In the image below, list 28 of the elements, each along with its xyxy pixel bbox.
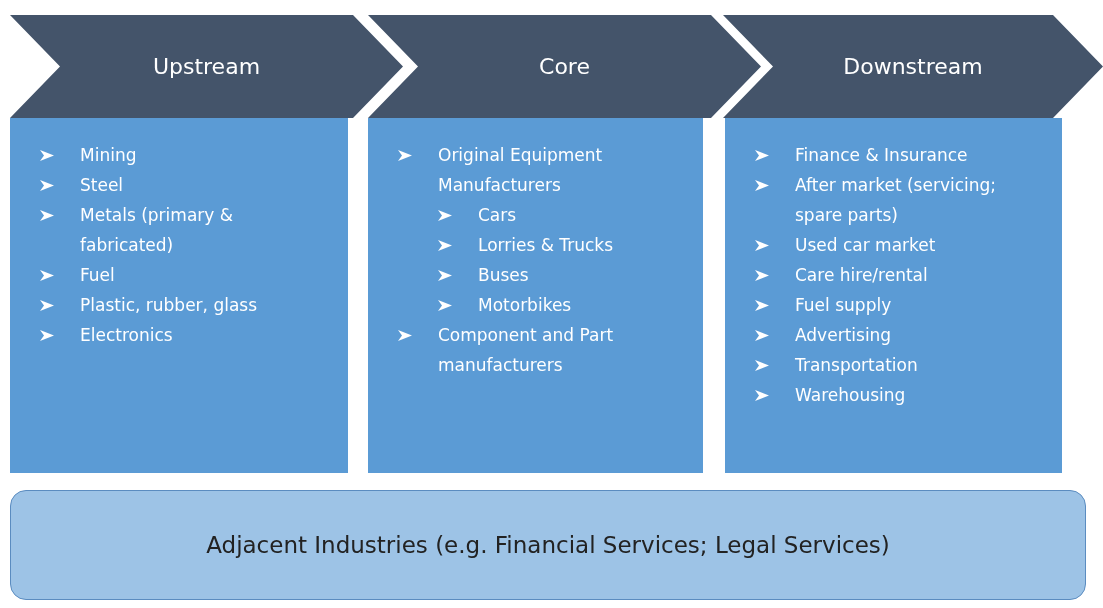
- stage-heading: Core: [539, 54, 590, 79]
- list-item: Original Equipment Manufacturers: [438, 144, 604, 197]
- list-item: Metals (primary & fabricated): [80, 204, 235, 257]
- industry-band: [10, 490, 1086, 600]
- list-item: Component and Part manufacturers: [438, 324, 615, 377]
- list-item: Transportation: [795, 354, 918, 377]
- stage-panel: [368, 118, 703, 473]
- stage-panel: [725, 118, 1062, 473]
- list-item: Electronics: [80, 324, 173, 347]
- list-item: Motorbikes: [478, 294, 572, 317]
- list-item: Plastic, rubber, glass: [80, 294, 258, 317]
- list-item: Steel: [80, 174, 124, 197]
- list-item: Cars: [478, 204, 517, 227]
- list-item: Fuel supply: [795, 294, 892, 317]
- band-text: Adjacent Industries (e.g. Financial Services; Legal Services): [206, 532, 890, 558]
- list-item: Mining: [80, 144, 137, 167]
- stage-heading: Downstream: [843, 54, 983, 79]
- list-item: Lorries & Trucks: [478, 234, 614, 257]
- list-item: Advertising: [795, 324, 892, 347]
- list-item: Used car market: [795, 234, 936, 257]
- list-item: After market (servicing; spare parts): [795, 174, 998, 227]
- list-item: Buses: [478, 264, 529, 287]
- stage-panel: [10, 118, 348, 473]
- stage-heading: Upstream: [152, 54, 261, 79]
- list-item: Warehousing: [795, 384, 906, 407]
- list-item: Fuel: [80, 264, 115, 287]
- list-item: Finance & Insurance: [795, 144, 968, 167]
- list-item: Care hire/rental: [795, 264, 928, 287]
